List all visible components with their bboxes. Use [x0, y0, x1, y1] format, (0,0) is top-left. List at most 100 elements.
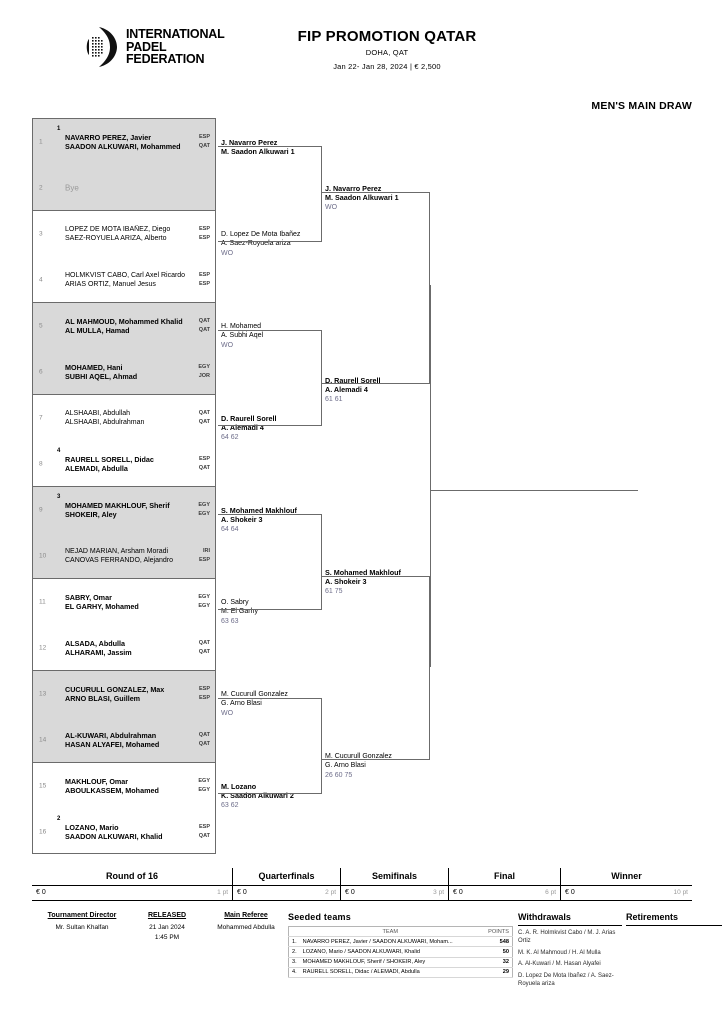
logo-line-3: FEDERATION — [126, 52, 205, 67]
withdrawals-block: Withdrawals C. A. R. Holmkvist Cabo / M.… — [518, 912, 622, 988]
entry-position-number: 4 — [39, 276, 43, 284]
result-player-1: S. Mohamed Makhlouf — [325, 568, 401, 577]
entry-seed-number: 2 — [57, 816, 61, 822]
result-player-1: O. Sabry — [221, 599, 249, 606]
main-referee: Main Referee Mohammed Abdulla — [202, 912, 290, 942]
entry-player-2: ALSHAABI, Abdulrahman — [65, 419, 145, 426]
seeded-team-row[interactable]: 4.RAURELL SORELL, Didac / ALEMADI, Abdul… — [288, 967, 513, 978]
entry-country-2: QAT — [198, 419, 210, 425]
entry-player-2: ALHARAMI, Jassim — [65, 648, 132, 657]
seeded-team-name: MOHAMED MAKHLOUF, Sherif / SHOKEIR, Aley — [299, 957, 481, 968]
result-player-2: M. Saadon Alkuwari 1 — [325, 193, 399, 202]
entry-position-number: 9 — [39, 506, 43, 514]
round-prize-cell: € 0 6 pt — [448, 886, 560, 900]
seeded-team-name: RAURELL SORELL, Didac / ALEMADI, Abdulla — [299, 967, 481, 978]
entry-country-1: ESP — [198, 272, 210, 278]
result-player-1: J. Navarro Perez — [221, 138, 278, 147]
entry-position-number: 12 — [39, 644, 47, 652]
logo-line-2: PADEL — [126, 39, 167, 54]
entry-seed-number: 1 — [57, 126, 61, 132]
result-player-1: H. Mohamed — [221, 323, 262, 330]
entry-country-1: QAT — [198, 410, 210, 416]
entry-country-2: EGY — [198, 511, 210, 517]
round-points: 6 pt — [545, 889, 556, 896]
bracket-connector-box — [322, 192, 430, 384]
seeded-team-row[interactable]: 1.NAVARRO PEREZ, Javier / SAADON ALKUWAR… — [288, 936, 513, 948]
semifinal-connector-bottom — [430, 666, 431, 667]
entry-player-2: SHOKEIR, Aley — [65, 510, 117, 519]
match-score: 63 63 — [221, 618, 239, 625]
match-score: 61 61 — [325, 396, 343, 403]
result-player-2: A. Shokeir 3 — [325, 577, 367, 586]
result-player-2: A. Subhi Aqel — [221, 332, 264, 339]
result-player-1: D. Raurell Sorell — [221, 414, 277, 423]
seeded-team-row[interactable]: 3.MOHAMED MAKHLOUF, Sherif / SHOKEIR, Al… — [288, 957, 513, 968]
seeded-team-name: LOZANO, Mario / SAADON ALKUWARI, Khalid — [299, 946, 481, 958]
seeded-team-points: 29 — [480, 967, 513, 978]
entry-country-2: QAT — [198, 465, 210, 471]
tournament-director-value: Mr. Sultan Khalfan — [55, 924, 109, 931]
withdrawals-heading: Withdrawals — [518, 912, 622, 926]
entry-position-number: 16 — [39, 828, 47, 836]
seeded-index-header — [288, 926, 300, 938]
result-player-1: M. Cucurull Gonzalez — [221, 691, 288, 698]
entry-player-2: SUBHI AQEL, Ahmad — [65, 372, 138, 381]
event-dates-prize: Jan 22- Jan 28, 2024 | € 2,500 — [333, 62, 441, 71]
entry-position-number: 10 — [39, 552, 47, 560]
seeded-team-header: TEAM — [299, 926, 481, 938]
round-prize-money: € 0 — [453, 889, 463, 896]
round-points: 3 pt — [433, 889, 444, 896]
seeded-team-row[interactable]: 2.LOZANO, Mario / SAADON ALKUWARI, Khali… — [288, 946, 513, 958]
entry-position-number: 11 — [39, 598, 46, 606]
entry-player-1: HOLMKVIST CABO, Carl Axel Ricardo — [65, 272, 185, 279]
seeded-team-points: 50 — [480, 946, 513, 958]
released-date: 21 Jan 2024 — [149, 924, 185, 931]
entry-bye-label: Bye — [65, 183, 79, 193]
draw-type-label: MEN'S MAIN DRAW — [591, 100, 692, 112]
entry-country-2: ESP — [198, 695, 210, 701]
released-time: 1:45 PM — [154, 934, 180, 941]
entry-player-1: MAKHLOUF, Omar — [65, 777, 129, 786]
entry-country-1: ESP — [198, 686, 210, 692]
entry-country-1: ESP — [198, 824, 210, 830]
match-score: 64 62 — [221, 434, 239, 441]
entry-position-number: 8 — [39, 460, 43, 468]
semifinal-connector-top — [430, 285, 431, 286]
